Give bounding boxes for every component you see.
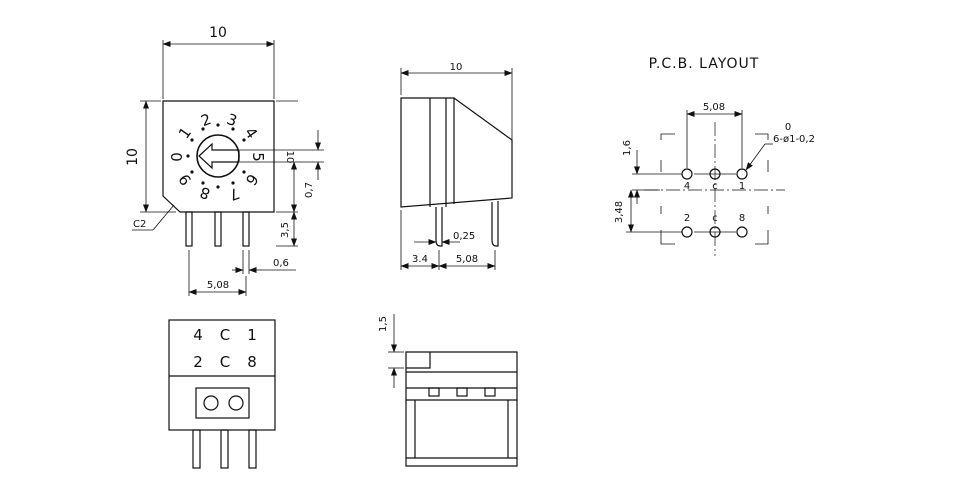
- bottom-label-4: 4: [193, 326, 203, 344]
- bottom-label-c2: C: [220, 353, 230, 371]
- bottom-hole-left: [203, 395, 219, 411]
- front-pin-center: [214, 211, 222, 247]
- bottom-hole-right: [228, 395, 244, 411]
- pcb-hole-2: [681, 226, 693, 238]
- dial-number-2: 2: [198, 110, 213, 130]
- pin-gap-label: 0,6: [273, 258, 289, 269]
- hole-note-top: 0: [785, 122, 791, 133]
- pcb-title: P.C.B. LAYOUT: [649, 56, 760, 72]
- pcb-pitch-label: 5,08: [703, 102, 725, 113]
- pcb-pin-8-label: 8: [739, 213, 745, 224]
- bottom-label-8: 8: [247, 353, 257, 371]
- pcb-layout: P.C.B. LAYOUT 5,08 0 6-ø1-0,2 4: [614, 56, 815, 256]
- pcb-pin-c-top-label: c: [712, 181, 718, 192]
- bottom-view: 4 C 1 2 C 8: [168, 319, 276, 469]
- front-pin-left: [185, 211, 193, 247]
- pcb-hole-8: [736, 226, 748, 238]
- front-view: 10 10 C2 0 1 2 3 4 5: [125, 25, 324, 296]
- dim-35-label: 3,5: [280, 222, 291, 238]
- pcb-pin-4-label: 4: [684, 181, 690, 192]
- pcb-pin-1-label: 1: [739, 181, 745, 192]
- pcb-pin-c-bottom-label: c: [712, 213, 718, 224]
- bottom-pin-right: [248, 429, 257, 469]
- front-pitch-label: 5,08: [207, 280, 229, 291]
- dial-number-5: 5: [249, 152, 267, 162]
- dial-number-3: 3: [224, 110, 239, 130]
- pcb-hole-1: [736, 168, 748, 180]
- dial-number-7: 7: [227, 184, 242, 204]
- chamfer-label: C2: [133, 219, 146, 230]
- side-pin-left: [435, 207, 443, 247]
- dim-16-label: 1,6: [622, 140, 633, 156]
- dim-348-label: 3,48: [614, 201, 625, 223]
- rotary-dial: [196, 134, 240, 178]
- side-offset-label: 3.4: [412, 254, 428, 265]
- dial-number-8: 8: [197, 183, 212, 203]
- rear-terminal-right: [484, 387, 496, 397]
- rear-terminal-center: [456, 387, 468, 397]
- side-width-label: 10: [450, 62, 463, 73]
- bottom-label-1: 1: [247, 326, 257, 344]
- front-height-label: 10: [125, 148, 141, 166]
- bottom-label-c1: C: [220, 326, 230, 344]
- bottom-label-2: 2: [193, 353, 203, 371]
- bottom-pin-center: [220, 429, 229, 469]
- rear-view: 1,5: [378, 314, 518, 467]
- pin-thickness-label: 0,25: [453, 231, 475, 242]
- dial-slot-label: 10: [284, 151, 295, 164]
- pcb-hole-4: [681, 168, 693, 180]
- dim-07-label: 0,7: [304, 182, 315, 198]
- hole-note: 6-ø1-0,2: [773, 134, 815, 145]
- dial-number-0: 0: [168, 152, 186, 162]
- front-body-outline: [162, 100, 275, 213]
- rear-body-bottom: [405, 400, 518, 467]
- rear-body-top: [405, 351, 518, 401]
- rear-height-label: 1,5: [378, 316, 389, 332]
- front-pin-right: [242, 211, 250, 247]
- pcb-hole-c-top: [709, 168, 721, 180]
- side-body-outline: [400, 97, 513, 208]
- side-pitch-label: 5,08: [456, 254, 478, 265]
- dial-arrow-icon: [198, 142, 240, 170]
- dial-ticks: [186, 123, 246, 189]
- rear-terminal-left: [428, 387, 440, 397]
- bottom-pin-left: [192, 429, 201, 469]
- pcb-pin-2-label: 2: [684, 213, 690, 224]
- front-width-label: 10: [209, 25, 227, 41]
- bottom-window: [195, 387, 250, 419]
- pcb-hole-c-bottom: [709, 226, 721, 238]
- pcb-outline: [660, 133, 769, 245]
- side-view: 10 0,25 3.4 5,08: [400, 62, 513, 270]
- side-pin-right: [491, 201, 499, 247]
